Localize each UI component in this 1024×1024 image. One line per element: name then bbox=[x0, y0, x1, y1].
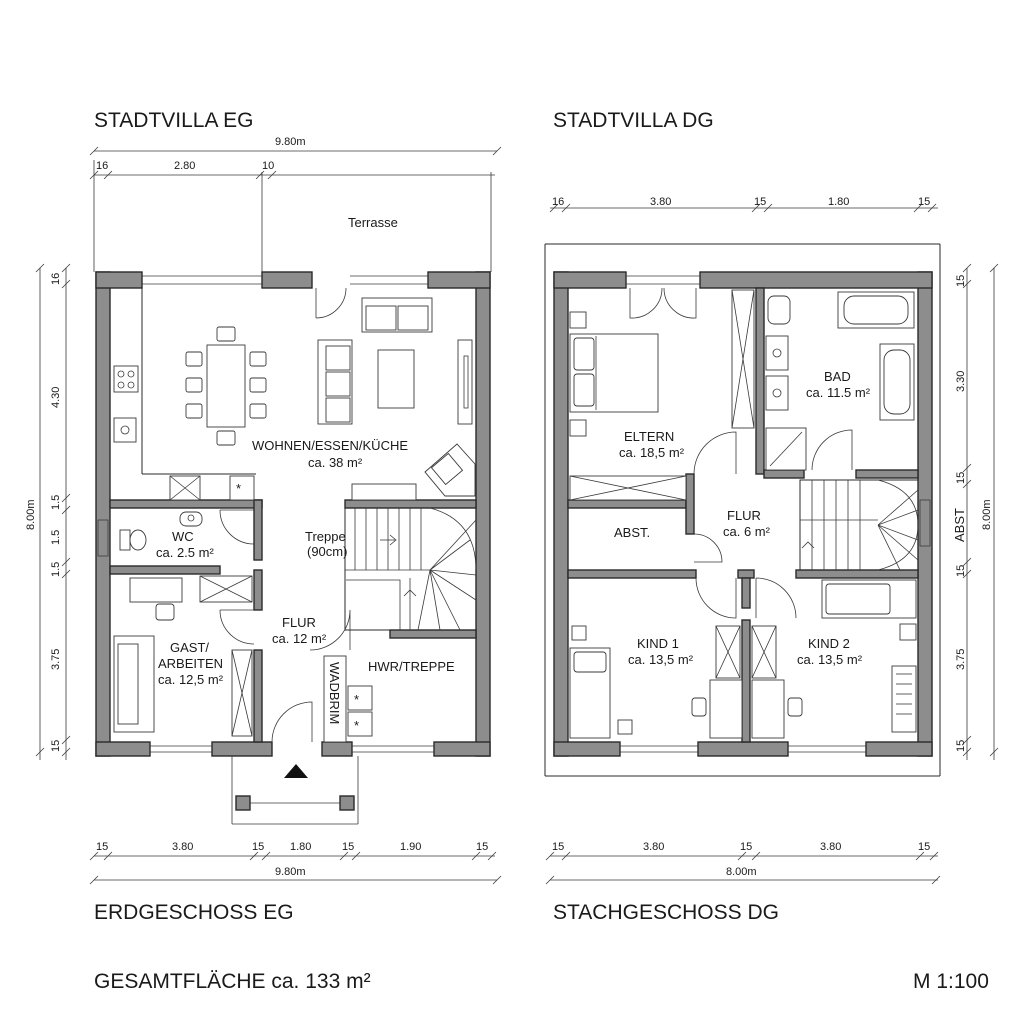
eg-walls bbox=[95, 271, 491, 757]
eg-top-title: STADTVILLA EG bbox=[94, 109, 254, 132]
eg-windows bbox=[97, 275, 434, 753]
dg-bad-room bbox=[765, 291, 915, 471]
eg-left-total: 8.00m bbox=[25, 499, 37, 530]
dg-right-d5: 3.75 bbox=[955, 649, 967, 670]
eg-left-d5: 1.5 bbox=[50, 562, 62, 577]
eg-left-d6: 3.75 bbox=[50, 649, 62, 670]
eg-stairs bbox=[344, 507, 477, 631]
eg-gast-label: GAST/ bbox=[170, 640, 209, 655]
eg-flur-area: ca. 12 m² bbox=[272, 631, 327, 646]
eg-bottom-d1: 15 bbox=[96, 841, 108, 853]
eg-flur-label: FLUR bbox=[282, 615, 316, 630]
dg-bottom-dimension-chain: 15 3.80 15 3.80 15 8.00m bbox=[545, 841, 941, 885]
eg-bottom-title: ERDGESCHOSS EG bbox=[94, 901, 294, 924]
dg-flur-area: ca. 6 m² bbox=[723, 524, 771, 539]
eg-flur: * * bbox=[231, 609, 373, 825]
dg-right-d2: 3.30 bbox=[955, 371, 967, 392]
dg-bottom-title: STACHGESCHOSS DG bbox=[553, 901, 779, 924]
eg-bottom-d3: 15 bbox=[252, 841, 264, 853]
dg-kind1-label: KIND 1 bbox=[637, 636, 679, 651]
eg-wardrobe-label: WADBRIM bbox=[327, 662, 342, 724]
eg-hwr-label: HWR/TREPPE bbox=[368, 659, 455, 674]
dg-bottom-d2: 3.80 bbox=[643, 841, 664, 853]
dg-bottom-d1: 15 bbox=[552, 841, 564, 853]
dg-bottom-d4: 3.80 bbox=[820, 841, 841, 853]
eg-wohnen-label: WOHNEN/ESSEN/KÜCHE bbox=[252, 438, 408, 453]
eg-sofa bbox=[317, 297, 473, 501]
dg-top-d3: 15 bbox=[754, 196, 766, 208]
eg-top-dimension-chain: 9.80m 16 2.80 10 bbox=[89, 136, 502, 272]
eg-treppe-label: Treppe bbox=[305, 529, 346, 544]
dg-top-d4: 1.80 bbox=[828, 196, 849, 208]
dg-kind2-label: KIND 2 bbox=[808, 636, 850, 651]
dg-top-d1: 16 bbox=[552, 196, 564, 208]
eg-top-d1: 16 bbox=[96, 160, 108, 172]
dg-kind2-area: ca. 13,5 m² bbox=[797, 652, 863, 667]
eg-dining-table bbox=[185, 326, 267, 446]
dg-kind1-room bbox=[569, 625, 743, 739]
dg-kind1-area: ca. 13,5 m² bbox=[628, 652, 694, 667]
eg-top-d2: 2.80 bbox=[174, 160, 195, 172]
scale-label: M 1:100 bbox=[913, 970, 989, 993]
dg-right-d6: 15 bbox=[955, 740, 967, 752]
eg-left-d4: 1.5 bbox=[50, 530, 62, 545]
dg-eltern-room bbox=[569, 287, 755, 501]
dg-right-d4: 15 bbox=[955, 565, 967, 577]
eg-left-d2: 4.30 bbox=[50, 387, 62, 408]
total-area-label: GESAMTFLÄCHE ca. 133 m² bbox=[94, 970, 371, 993]
eg-wc-area: ca. 2.5 m² bbox=[156, 545, 214, 560]
eg-left-d7: 15 bbox=[50, 740, 62, 752]
dg-top-d2: 3.80 bbox=[650, 196, 671, 208]
eg-bottom-d7: 15 bbox=[476, 841, 488, 853]
dg-bottom-d5: 15 bbox=[918, 841, 930, 853]
dg-bad-label: BAD bbox=[824, 369, 851, 384]
eg-bottom-d4: 1.80 bbox=[290, 841, 311, 853]
eg-bottom-d6: 1.90 bbox=[400, 841, 421, 853]
eg-left-d1: 16 bbox=[50, 273, 62, 285]
dg-eltern-label: ELTERN bbox=[624, 429, 674, 444]
dg-abst-label: ABST. bbox=[614, 525, 650, 540]
dg-bottom-total: 8.00m bbox=[726, 866, 757, 878]
eg-kitchen-symbol: * bbox=[236, 481, 241, 496]
dg-top-title: STADTVILLA DG bbox=[553, 109, 714, 132]
eg-gast-room bbox=[113, 575, 255, 737]
eg-wc-room bbox=[119, 509, 255, 551]
eg-bottom-total: 9.80m bbox=[275, 866, 306, 878]
dg-bad-area: ca. 11.5 m² bbox=[806, 385, 871, 400]
eg-left-dimension-chain: 16 4.30 1.5 1.5 1.5 3.75 15 8.00m bbox=[25, 263, 71, 760]
eg-bottom-d5: 15 bbox=[342, 841, 354, 853]
eg-treppe-width: (90cm) bbox=[307, 544, 347, 559]
eg-bottom-d2: 3.80 bbox=[172, 841, 193, 853]
dg-right-d3: 15 bbox=[955, 472, 967, 484]
eg-wc-label: WC bbox=[172, 529, 194, 544]
svg-text:*: * bbox=[354, 692, 359, 707]
dg-right-dimension-chain: 15 3.30 15 15 3.75 15 8.00m bbox=[955, 263, 999, 760]
svg-text:*: * bbox=[354, 718, 359, 733]
dg-walls bbox=[544, 243, 941, 777]
dg-flur-label: FLUR bbox=[727, 508, 761, 523]
dg-kind2-room bbox=[751, 579, 917, 739]
eg-gast-label2: ARBEITEN bbox=[158, 656, 223, 671]
dg-right-total: 8.00m bbox=[981, 499, 993, 530]
dg-windows bbox=[620, 275, 931, 753]
dg-flur bbox=[693, 431, 919, 619]
eg-terrace-label: Terrasse bbox=[348, 215, 398, 230]
eg-fireplace bbox=[424, 443, 476, 497]
eg-left-d3: 1.5 bbox=[50, 495, 62, 510]
dg-abst-side-label: ABST bbox=[952, 508, 967, 542]
entrance-arrow-icon bbox=[284, 764, 308, 778]
eg-wohnen-area: ca. 38 m² bbox=[308, 455, 363, 470]
eg-kitchen: * bbox=[113, 288, 256, 501]
dg-top-d5: 15 bbox=[918, 196, 930, 208]
eg-top-total: 9.80m bbox=[275, 136, 306, 148]
eg-gast-area: ca. 12,5 m² bbox=[158, 672, 224, 687]
eg-top-d3: 10 bbox=[262, 160, 274, 172]
dg-eltern-area: ca. 18,5 m² bbox=[619, 445, 685, 460]
dg-top-dimension-chain: 16 3.80 15 1.80 15 bbox=[549, 196, 938, 213]
eg-bottom-dimension-chain: 15 3.80 15 1.80 15 1.90 15 9.80m bbox=[89, 841, 502, 885]
dg-right-d1: 15 bbox=[955, 275, 967, 287]
dg-bottom-d3: 15 bbox=[740, 841, 752, 853]
eg-terrace-door[interactable] bbox=[315, 287, 347, 319]
